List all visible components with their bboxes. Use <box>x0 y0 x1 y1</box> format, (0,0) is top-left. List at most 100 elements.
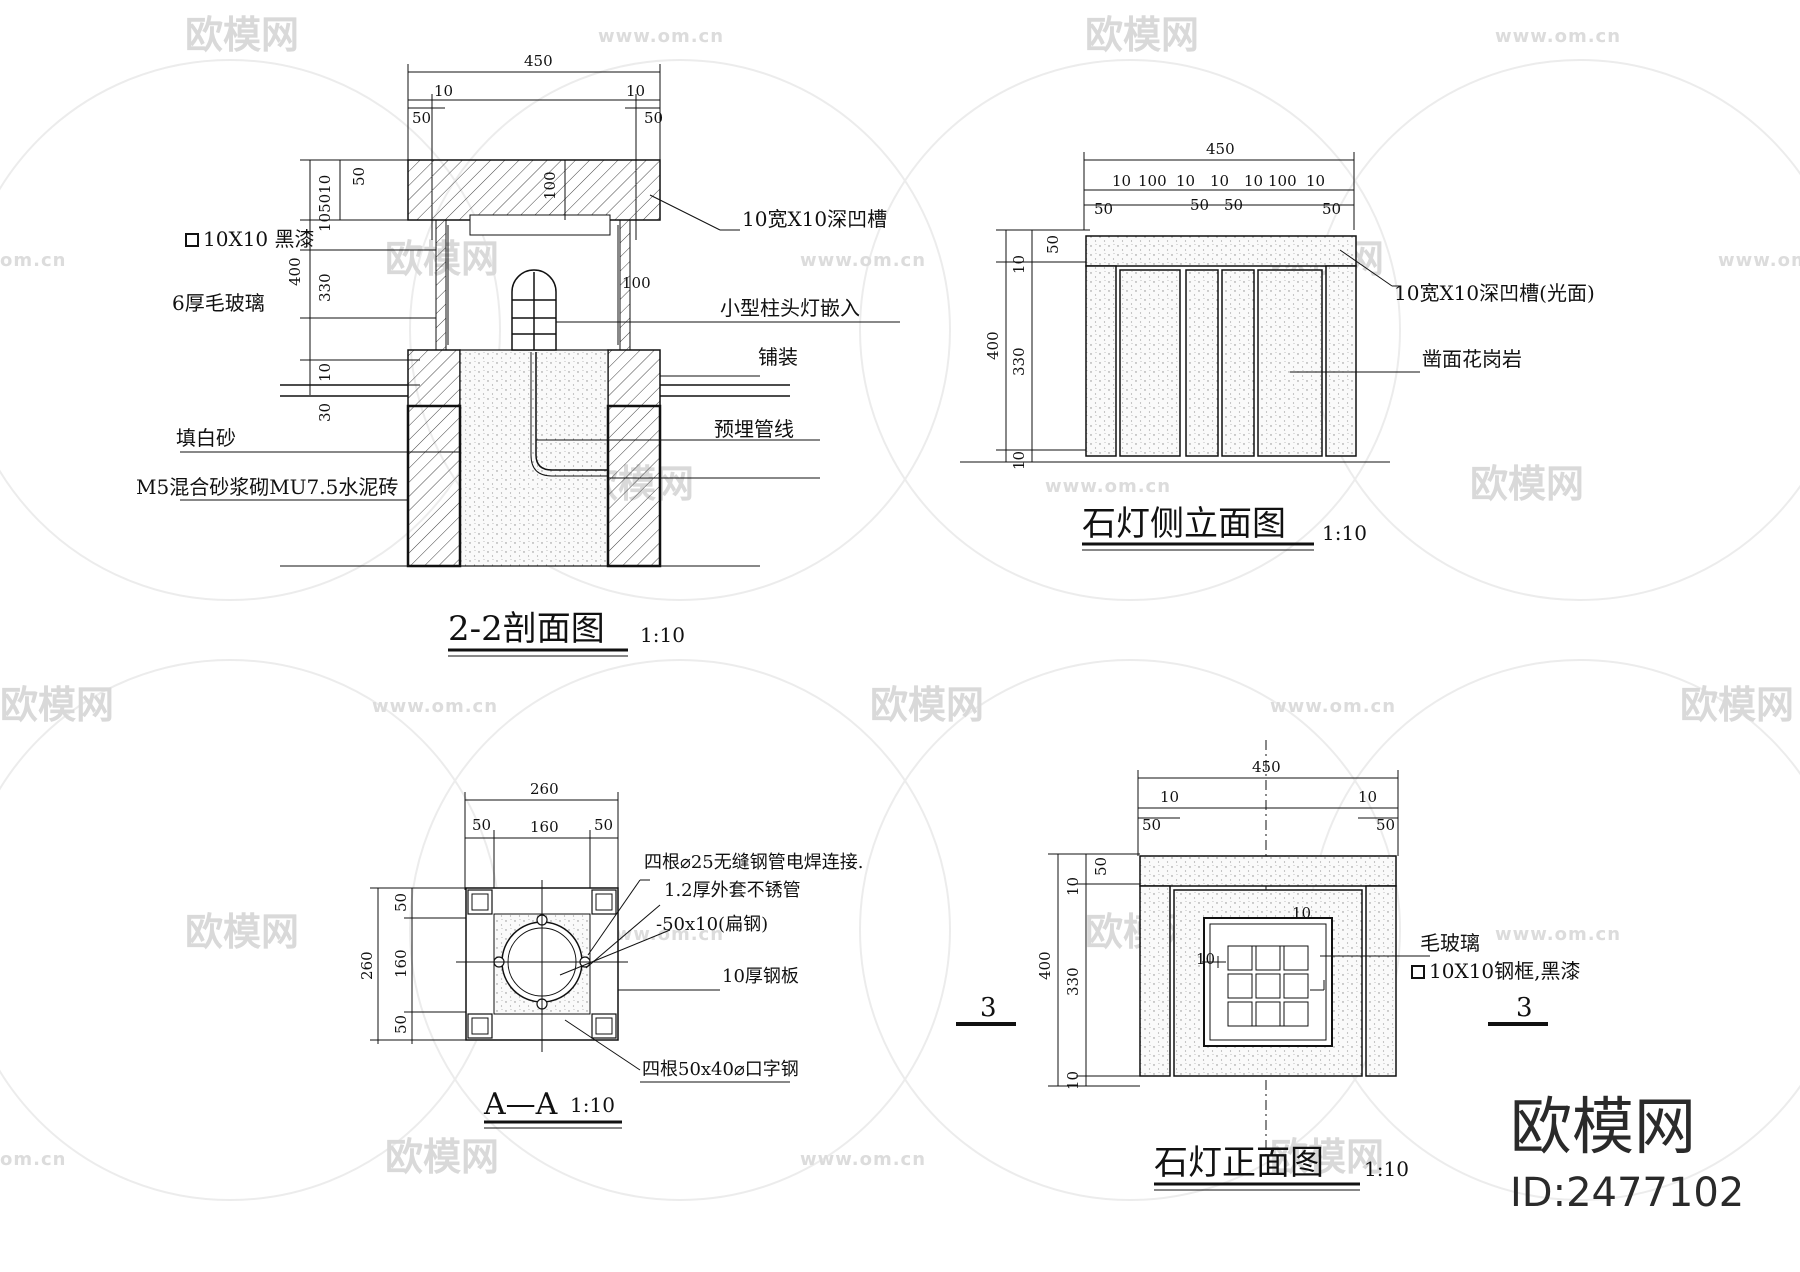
section-2-2: 450 10 10 50 50 50 105010 400 330 10 30 <box>136 52 900 657</box>
watermark-url: www.om.cn <box>1495 924 1621 945</box>
section-2-2-scale: 1:10 <box>640 623 685 647</box>
sand-fill <box>459 349 609 567</box>
stone-cap <box>407 159 661 221</box>
watermark-url: www.om.cn <box>598 924 724 945</box>
note-plate: 10厚钢板 <box>722 966 799 987</box>
dim-50: 50 <box>1044 235 1062 254</box>
note-sand: 填白砂 <box>176 426 236 450</box>
watermark-url-short: om.cn <box>0 1149 66 1170</box>
dim-50: 50 <box>392 1015 410 1034</box>
note-groove: 10宽X10深凹槽 <box>742 207 887 231</box>
front-elevation: 450 10 10 50 50 400 10 50 330 10 <box>956 740 1581 1191</box>
granite-panel <box>1257 269 1323 457</box>
watermark-url: www.om.cn <box>372 696 498 717</box>
dim-50: 50 <box>1094 200 1113 218</box>
dim-10: 10 <box>1064 1071 1082 1090</box>
dim-50: 50 <box>1224 196 1243 214</box>
watermark-url: www.om.cn <box>800 1149 926 1170</box>
dim-10: 10 <box>1358 788 1377 806</box>
square-symbol-icon <box>1411 965 1425 979</box>
dim-260: 260 <box>530 780 559 798</box>
granite-panel <box>1119 269 1181 457</box>
brick-wall-right <box>606 404 662 568</box>
cap-block <box>1085 235 1357 267</box>
dim-450: 450 <box>524 52 553 70</box>
dim-10: 10 <box>1306 172 1325 190</box>
note-lamp: 小型柱头灯嵌入 <box>720 296 860 320</box>
dim-100: 100 <box>1268 172 1297 190</box>
section-mark-left: 3 <box>980 993 997 1023</box>
note-paint: 10X10 黑漆 <box>203 227 315 251</box>
side-elevation-scale: 1:10 <box>1322 521 1367 545</box>
section-a-a: 260 50 160 50 260 50 160 50 <box>358 780 863 1129</box>
dim-10: 10 <box>434 82 453 100</box>
watermark-brand: 欧模网 <box>1470 462 1584 506</box>
note-groove-smooth: 10宽X10深凹槽(光面) <box>1394 281 1595 305</box>
dim-50: 50 <box>1092 857 1110 876</box>
watermark-brand: 欧模网 <box>870 683 984 727</box>
dim-50: 50 <box>1142 816 1161 834</box>
square-symbol-icon <box>185 233 199 247</box>
note-frosted-glass: 毛玻璃 <box>1420 931 1480 955</box>
base-right <box>607 349 661 407</box>
section-a-a-scale: 1:10 <box>570 1093 615 1117</box>
side-elevation: 450 10 100 10 10 10 100 10 50 50 50 50 4… <box>960 140 1595 551</box>
watermark-url: www.om.cn <box>1718 250 1800 271</box>
dim-450: 450 <box>1206 140 1235 158</box>
dim-400: 400 <box>984 331 1002 360</box>
dim-100: 100 <box>541 171 559 200</box>
dim-100: 100 <box>1138 172 1167 190</box>
note-granite: 凿面花岗岩 <box>1422 347 1522 371</box>
watermark-brand: 欧模网 <box>185 13 299 57</box>
watermark-brand: 欧模网 <box>385 1135 499 1179</box>
watermark-url: www.om.cn <box>800 250 926 271</box>
watermark-url: www.om.cn <box>598 26 724 47</box>
cap-block <box>1139 855 1397 887</box>
watermark-brand: 欧模网 <box>1270 1135 1384 1179</box>
dim-10: 10 <box>626 82 645 100</box>
lamp-icon <box>511 269 557 351</box>
brick-wall-left <box>406 404 462 568</box>
watermark-brand: 欧模网 <box>1085 13 1199 57</box>
granite-panel <box>1185 269 1219 457</box>
dim-10: 10 <box>1010 255 1028 274</box>
dim-10: 10 <box>316 363 334 382</box>
note-pipes: 四根⌀25无缝钢管电焊连接. <box>644 852 863 873</box>
corner-brand-id: ID:2477102 <box>1510 1170 1744 1216</box>
corner-brand-logo: 欧模网 <box>1510 1090 1696 1163</box>
watermark-url: www.om.cn <box>1495 26 1621 47</box>
watermark-brand: 欧模网 <box>1680 683 1794 727</box>
dim-50: 50 <box>472 816 491 834</box>
dim-330: 330 <box>1010 347 1028 376</box>
note-steel-frame: 10X10钢框,黑漆 <box>1429 959 1581 983</box>
granite-panel <box>1221 269 1255 457</box>
note-glass: 6厚毛玻璃 <box>172 291 265 315</box>
watermark-brand: 欧模网 <box>0 683 114 727</box>
front-elevation-title: 石灯正面图 <box>1154 1143 1324 1183</box>
dim-400: 400 <box>286 257 304 286</box>
note-flat-steel: -50x10(扁钢) <box>656 914 768 935</box>
watermark-brand: 欧模网 <box>185 910 299 954</box>
dim-160: 160 <box>530 818 559 836</box>
dim-50: 50 <box>412 109 431 127</box>
dim-10: 10 <box>1010 451 1028 470</box>
dim-160: 160 <box>392 949 410 978</box>
dim-50: 50 <box>1376 816 1395 834</box>
dim-10: 10 <box>1064 877 1082 896</box>
section-2-2-title: 2-2剖面图 <box>448 609 605 649</box>
note-channel: 四根50x40⌀口字钢 <box>642 1059 799 1080</box>
dim-50: 50 <box>1322 200 1341 218</box>
dim-100: 100 <box>622 274 651 292</box>
dim-10: 10 <box>1292 904 1311 922</box>
dim-10: 10 <box>1112 172 1131 190</box>
dim-10: 10 <box>1196 950 1215 968</box>
note-pipe: 预埋管线 <box>714 417 794 441</box>
side-elevation-title: 石灯侧立面图 <box>1082 504 1286 544</box>
dim-50: 50 <box>350 167 368 186</box>
base-left <box>407 349 461 407</box>
front-elevation-scale: 1:10 <box>1364 1157 1409 1181</box>
note-brick: M5混合砂浆砌MU7.5水泥砖 <box>136 475 398 499</box>
dim-450: 450 <box>1252 758 1281 776</box>
dim-50: 50 <box>392 893 410 912</box>
